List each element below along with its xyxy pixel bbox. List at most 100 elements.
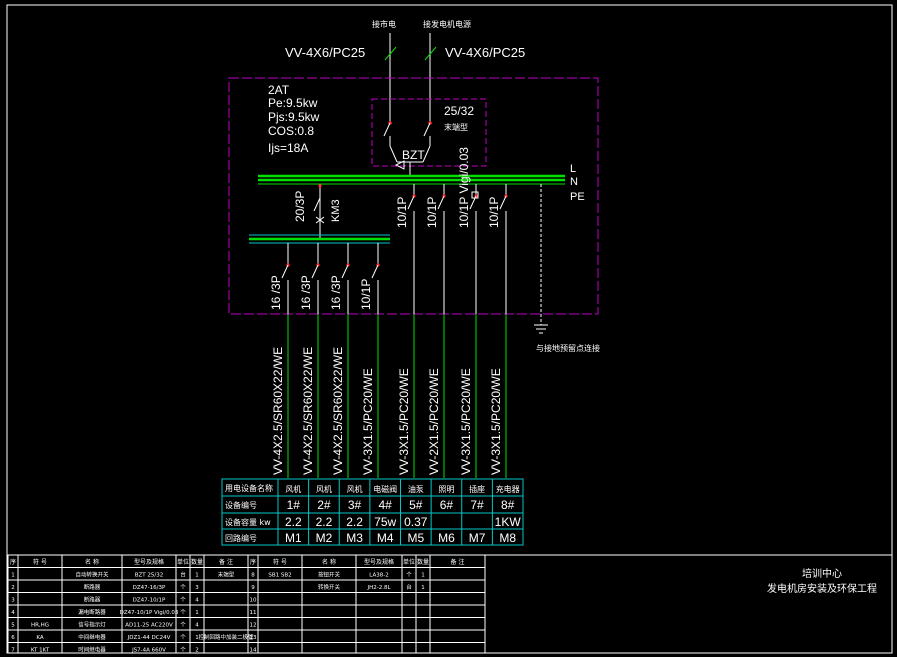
equip-cell: 7 bbox=[11, 648, 15, 654]
branch-cable-label: VV-4X2.5/SR60X22/WE bbox=[331, 347, 345, 475]
panel-cos: COS:0.8 bbox=[268, 124, 314, 138]
panel-ijs: Ijs=18A bbox=[268, 141, 308, 155]
equip-header: 型号及规格 bbox=[364, 558, 394, 566]
equip-header: 单位 bbox=[403, 558, 415, 566]
branch-breaker-label: 16 /3P bbox=[299, 275, 313, 310]
equip-cell: JS7-4A 660V bbox=[131, 648, 166, 654]
equip-cell: JDZ1-44 DC24V bbox=[127, 635, 171, 641]
branch-cable-label: VV-2X1.5/PC20/WE bbox=[427, 368, 441, 475]
branch-breaker-label: 10/1P bbox=[487, 197, 501, 228]
load-cell: 2# bbox=[317, 498, 331, 512]
equip-cell: 1 bbox=[195, 610, 199, 616]
equip-cell: JH2-2.8L bbox=[366, 585, 391, 591]
equip-cell: 2 bbox=[11, 585, 15, 591]
load-cell: M8 bbox=[499, 531, 516, 545]
incoming-feeders: 接市电 接发电机电源 VV-4X6/PC25 VV-4X6/PC25 bbox=[285, 19, 525, 123]
equip-header: 备 注 bbox=[219, 558, 233, 566]
equip-cell: KA bbox=[36, 635, 44, 641]
load-cell: 照明 bbox=[438, 485, 454, 494]
load-cell: 6# bbox=[440, 498, 454, 512]
ats-arrow-icon bbox=[394, 160, 405, 170]
load-cell: 1# bbox=[287, 498, 301, 512]
equip-cell: 5 bbox=[11, 623, 15, 629]
sub-feeder: 20/3P KM3 bbox=[249, 184, 390, 244]
contactor-label: KM3 bbox=[330, 199, 342, 222]
equip-header: 型号及规格 bbox=[134, 558, 164, 566]
branch-breaker-label: 10/1P Vigi/0.03 bbox=[457, 147, 471, 228]
load-cell: 插座 bbox=[469, 484, 485, 494]
bus-n-label: N bbox=[570, 176, 578, 188]
equip-cell: 按钮开关 bbox=[318, 571, 341, 579]
equip-cell: 个 bbox=[180, 597, 186, 604]
branch-cable-label: VV-3X1.5/PC20/WE bbox=[459, 368, 473, 475]
branch-breaker-label: 16 /3P bbox=[269, 275, 283, 310]
load-cell: 电磁阀 bbox=[373, 484, 397, 494]
equip-cell: LA38-2 bbox=[369, 573, 388, 579]
equip-cell: 6 bbox=[11, 635, 15, 641]
equip-cell: 14 bbox=[250, 648, 257, 654]
equip-cell: BZT 25/32 bbox=[135, 573, 164, 579]
equip-cell: 1 bbox=[195, 573, 199, 579]
load-cell: M7 bbox=[469, 531, 486, 545]
equip-cell: 末端型 bbox=[218, 571, 235, 579]
load-cell: 8# bbox=[501, 498, 515, 512]
branch-breaker-label: 10/1P bbox=[359, 279, 373, 310]
load-cell: M3 bbox=[346, 531, 363, 545]
equip-cell: 12 bbox=[250, 623, 257, 629]
equip-header: 序 bbox=[10, 558, 16, 566]
equip-cell: 中间继电器 bbox=[78, 633, 106, 641]
ground-note: 与接地预留点连接 bbox=[536, 343, 600, 353]
load-cell: 风机 bbox=[347, 484, 363, 494]
equip-cell: DZ47-10/1P bbox=[133, 598, 166, 604]
ats-enclosure bbox=[371, 98, 487, 167]
generator-cable-label: VV-4X6/PC25 bbox=[445, 45, 525, 60]
panel-pe: Pe:9.5kw bbox=[268, 96, 318, 110]
equip-header: 数量 bbox=[417, 558, 429, 566]
load-cell: 风机 bbox=[316, 484, 332, 494]
equip-cell: 9 bbox=[251, 585, 255, 591]
equip-cell: 台 bbox=[180, 571, 186, 579]
load-cell: M5 bbox=[407, 531, 424, 545]
load-cell: M6 bbox=[438, 531, 455, 545]
load-row-header: 用电设备名称 bbox=[225, 483, 273, 493]
equip-cell: DZ47-16/3P bbox=[133, 585, 166, 591]
ground-connection: 与接地预留点连接 bbox=[534, 184, 600, 353]
equip-cell: 个 bbox=[406, 572, 412, 579]
branch-cable-label: VV-4X2.5/SR60X22/WE bbox=[301, 347, 315, 475]
equip-cell: 个 bbox=[180, 647, 186, 654]
load-row-header: 回路编号 bbox=[225, 533, 257, 543]
equip-cell: 个 bbox=[180, 634, 186, 641]
equip-cell: 3 bbox=[11, 598, 15, 604]
load-cell: 2.2 bbox=[285, 515, 302, 529]
equip-cell: 断路器 bbox=[84, 596, 101, 604]
load-cell: M2 bbox=[316, 531, 333, 545]
equip-cell: 4 bbox=[11, 610, 15, 616]
equip-cell: 断路器 bbox=[84, 583, 101, 591]
equip-cell: 自动转换开关 bbox=[75, 571, 109, 579]
equip-header: 序 bbox=[250, 558, 256, 566]
bus-l-label: L bbox=[570, 163, 576, 175]
title-line2: 发电机房安装及环保工程 bbox=[767, 582, 877, 595]
equip-cell: AD11-25 AC220V bbox=[125, 623, 173, 629]
branch-circuit-2: 16 /3P VV-4X2.5/SR60X22/WE bbox=[299, 243, 320, 478]
load-cell: M4 bbox=[377, 531, 394, 545]
bus-pe-label: PE bbox=[570, 191, 585, 203]
equip-cell: 个 bbox=[180, 609, 186, 616]
equip-cell: 4 bbox=[195, 598, 199, 604]
equip-cell: 1 bbox=[11, 573, 15, 579]
equip-cell: HR,HG bbox=[31, 623, 49, 629]
equip-cell: 10 bbox=[250, 598, 257, 604]
title-line1: 培训中心 bbox=[802, 567, 842, 580]
equip-cell: 4 bbox=[195, 623, 199, 629]
load-cell: 油泵 bbox=[408, 484, 424, 494]
equip-cell: 漏电断路器 bbox=[78, 608, 106, 616]
equip-cell: SB1 SB2 bbox=[268, 573, 291, 579]
